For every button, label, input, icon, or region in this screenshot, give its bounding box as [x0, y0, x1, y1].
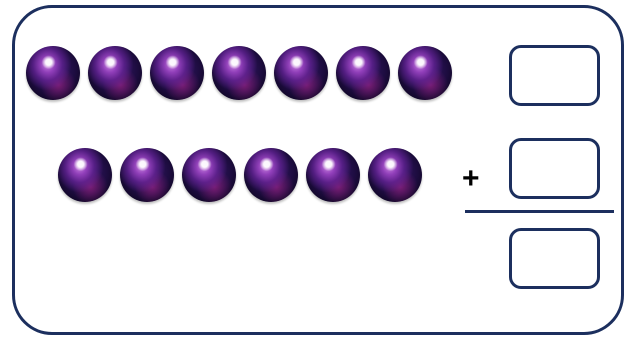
sum-line	[465, 210, 614, 213]
counting-ball	[306, 148, 360, 202]
counting-ball	[244, 148, 298, 202]
plus-sign: +	[462, 162, 480, 195]
counting-ball	[26, 46, 80, 100]
counting-ball	[120, 148, 174, 202]
counting-ball	[368, 148, 422, 202]
counting-ball	[58, 148, 112, 202]
counting-ball	[182, 148, 236, 202]
answer-box-sum[interactable]	[509, 228, 600, 289]
counting-ball	[336, 46, 390, 100]
counting-ball	[88, 46, 142, 100]
counting-ball	[212, 46, 266, 100]
answer-box-first-addend[interactable]	[509, 45, 600, 106]
counting-ball	[274, 46, 328, 100]
counting-ball	[398, 46, 452, 100]
answer-box-second-addend[interactable]	[509, 138, 600, 199]
counting-ball	[150, 46, 204, 100]
